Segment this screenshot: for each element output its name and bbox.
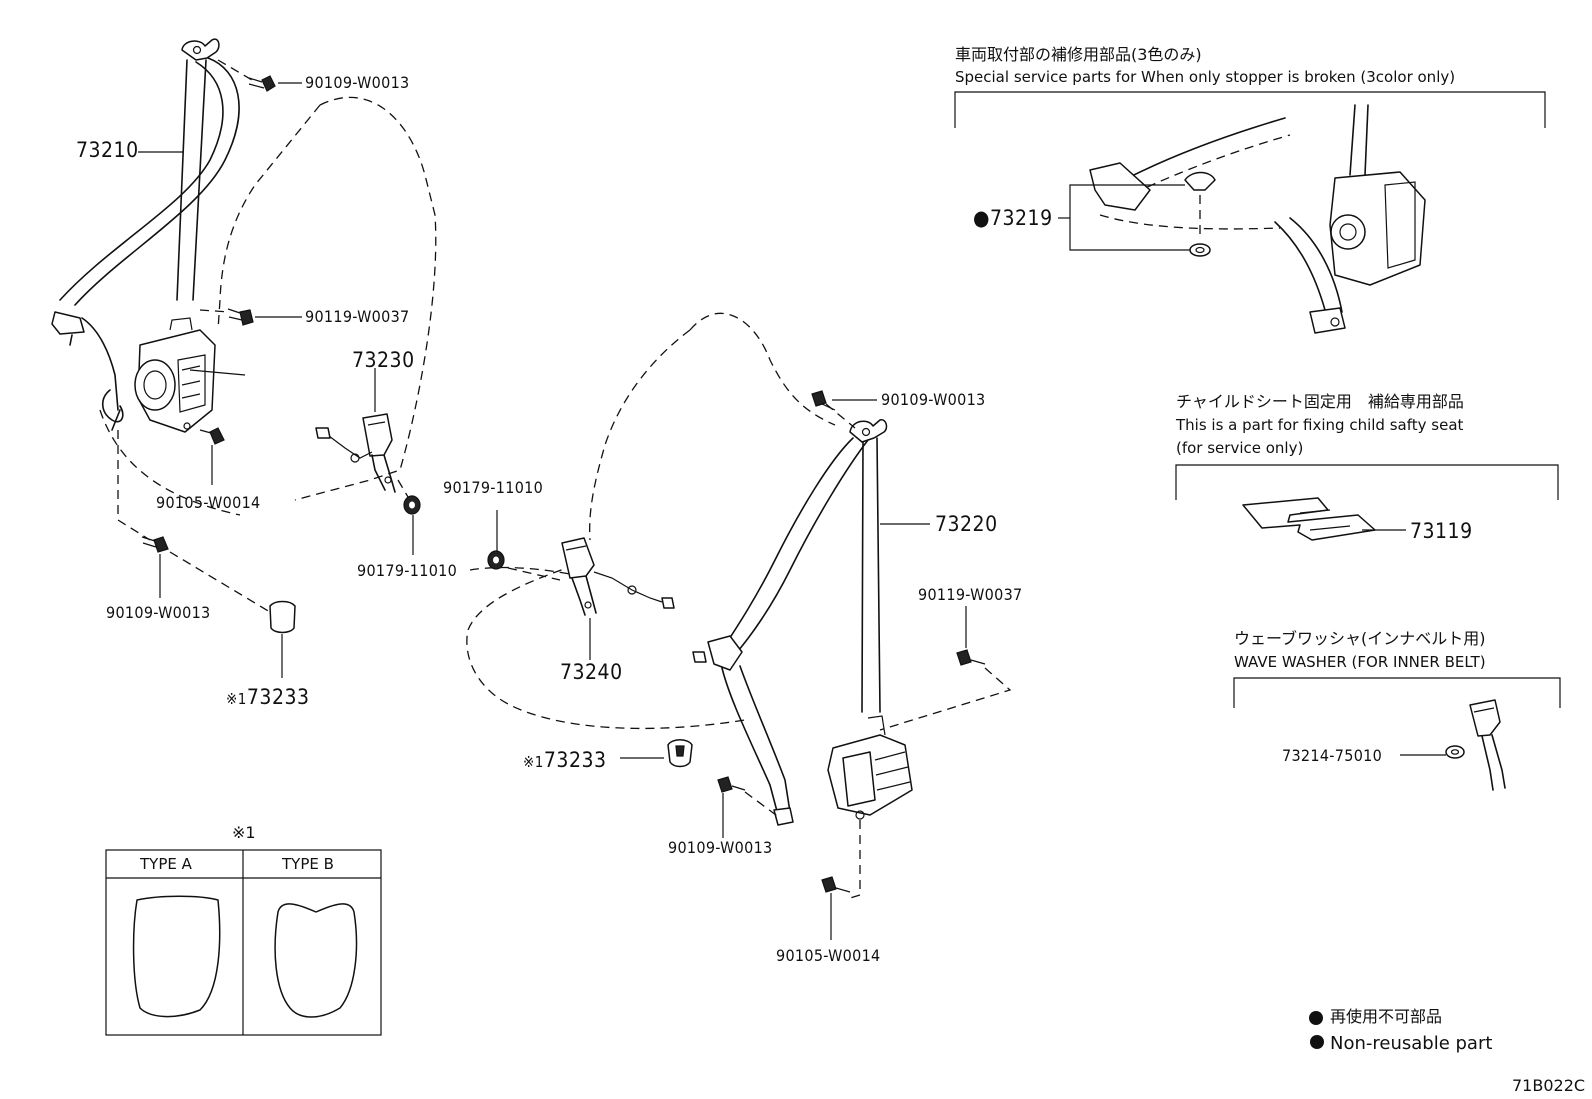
center-floor-bolt-icon (821, 876, 851, 893)
center-buckle-73240 (561, 537, 675, 616)
center-seatbelt-assembly (692, 419, 913, 826)
child-part-bracket (1175, 464, 1559, 500)
legend-jp: 再使用不可部品 (1330, 1007, 1443, 1026)
child-anchor-plate-73119 (1242, 497, 1406, 541)
callout-90119-W0037-left: 90119-W0037 (305, 307, 410, 326)
callout-90109-W0013-left-top: 90109-W0013 (305, 73, 410, 92)
type-a-cover-shape (132, 895, 221, 1018)
non-reusable-mark: ● (973, 206, 990, 230)
callout-90109-W0013-center-top: 90109-W0013 (881, 390, 986, 409)
center-cover-73233 (667, 739, 693, 768)
left-leader-lines (138, 82, 414, 678)
left-floor-bolt-icon (141, 536, 169, 553)
callout-note-mark: ※1 (226, 690, 247, 708)
callout-73220: 73220 (935, 512, 998, 536)
callout-73233-left: ※173233 (226, 687, 310, 708)
callout-90179-11010-left: 90179-11010 (357, 561, 458, 580)
callout-73240: 73240 (560, 660, 623, 684)
callout-note-mark: ※1 (523, 753, 544, 771)
washer-title-en: WAVE WASHER (FOR INNER BELT) (1234, 653, 1486, 671)
callout-73233-center-number: 73233 (543, 748, 607, 772)
center-buckle-nut-icon (487, 550, 505, 570)
special-title-jp: 車両取付部の補修用部品(3色のみ) (955, 45, 1202, 64)
child-title-jp: チャイルドシート固定用 補給専用部品 (1176, 392, 1464, 411)
left-buckle-73230 (315, 413, 396, 493)
wave-washer-73214 (1400, 699, 1506, 791)
callout-73230: 73230 (352, 348, 415, 372)
left-buckle-nut-icon (403, 495, 421, 515)
callout-73214-75010: 73214-75010 (1282, 746, 1383, 765)
special-leader-lines (1058, 184, 1190, 251)
left-seatbelt-assembly (51, 38, 246, 433)
type-b-header: TYPE B (282, 855, 334, 873)
callout-90119-W0037-center: 90119-W0037 (918, 585, 1023, 604)
left-mid-bolt-icon (227, 308, 254, 326)
callout-90109-W0013-left-bottom: 90109-W0013 (106, 603, 211, 622)
child-title-en-2: (for service only) (1176, 439, 1304, 457)
type-a-header: TYPE A (140, 855, 192, 873)
type-table (105, 849, 382, 1036)
callout-90179-11010-center: 90179-11010 (443, 478, 544, 497)
special-parts-illustration (1089, 104, 1426, 334)
callout-90105-W0014-center: 90105-W0014 (776, 946, 881, 965)
left-retractor-bolt-icon (199, 427, 225, 445)
callout-73219-number: 73219 (990, 206, 1053, 230)
callout-73119: 73119 (1410, 519, 1473, 543)
special-parts-bracket (954, 91, 1546, 128)
type-b-cover-shape (274, 903, 358, 1018)
left-cover-73233 (269, 600, 296, 634)
left-guide-lines (117, 59, 409, 613)
callout-73210: 73210 (76, 138, 139, 162)
callout-73219: ●73219 (973, 208, 1053, 229)
callout-90105-W0014-left: 90105-W0014 (156, 493, 261, 512)
center-lower-bolt-icon (717, 776, 746, 793)
left-upper-bolt-icon (248, 75, 276, 92)
washer-bracket (1233, 677, 1561, 708)
special-title-en: Special service parts for When only stop… (955, 68, 1456, 86)
callout-90109-W0013-center-bottom: 90109-W0013 (668, 838, 773, 857)
center-upper-bolt-icon (811, 390, 836, 411)
legend-dot-en (1310, 1035, 1324, 1049)
washer-title-jp: ウェーブワッシャ(インナベルト用) (1234, 629, 1486, 648)
callout-73233-left-number: 73233 (246, 685, 310, 709)
type-table-note-mark: ※1 (232, 823, 256, 842)
child-title-en-1: This is a part for fixing child safty se… (1176, 416, 1464, 434)
callout-73233-center: ※173233 (523, 750, 607, 771)
center-mid-bolt-icon (956, 649, 986, 666)
center-guide-lines (507, 403, 1012, 899)
legend-dot (1309, 1011, 1323, 1025)
center-leader-lines (496, 399, 967, 940)
diagram-code: 71B022C (1512, 1076, 1586, 1095)
center-seat-outline (466, 312, 836, 730)
left-seatback-outline (99, 96, 437, 516)
legend-en: Non-reusable part (1330, 1033, 1493, 1054)
